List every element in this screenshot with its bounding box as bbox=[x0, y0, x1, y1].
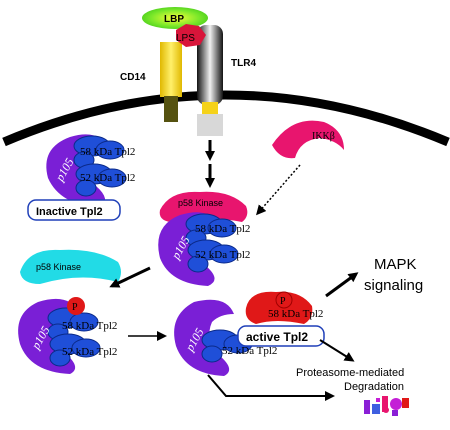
arrow-proteasome-from-active bbox=[319, 339, 355, 362]
complex-phosphorylated: P p105 58 kDa Tpl2 52 kDa Tpl2 bbox=[18, 297, 117, 374]
tlr4-label: TLR4 bbox=[231, 58, 256, 69]
active-tpl2-group: P 58 kDa Tpl2 bbox=[245, 291, 323, 324]
complex-remaining: p105 52 kDa Tpl2 bbox=[174, 299, 277, 376]
tpl2-52-shape bbox=[75, 163, 127, 197]
tpl2-52-shape bbox=[49, 333, 101, 367]
p58-kinase-shape bbox=[159, 191, 248, 222]
tpl2-52-label: 52 kDa Tpl2 bbox=[62, 346, 117, 358]
tpl2-52-label: 52 kDa Tpl2 bbox=[222, 345, 277, 357]
arrow-proteasome-from-complex bbox=[207, 374, 335, 401]
mapk-label-1: MAPK bbox=[374, 256, 417, 273]
inactive-tpl2-label: Inactive Tpl2 bbox=[36, 206, 103, 218]
lbp-label: LBP bbox=[164, 14, 184, 25]
active-tpl2-label: active Tpl2 bbox=[246, 330, 308, 344]
tpl2-58-label: 58 kDa Tpl2 bbox=[195, 223, 250, 235]
inactive-tpl2-box bbox=[27, 199, 121, 221]
proteasome-label-1: Proteasome-mediated bbox=[296, 367, 404, 379]
p58-kinase-label: p58 Kinase bbox=[178, 198, 223, 208]
tpl2-58-label: 58 kDa Tpl2 bbox=[62, 320, 117, 332]
phospho-label: P bbox=[72, 302, 78, 313]
tpl2-58-label: 58 kDa Tpl2 bbox=[80, 146, 135, 158]
cd14-label: CD14 bbox=[120, 72, 146, 83]
free-p58-kinase-shape bbox=[20, 249, 121, 284]
complex-middle: p58 Kinase p105 58 kDa Tpl2 52 kDa Tpl2 bbox=[158, 191, 250, 286]
phospho-label: P bbox=[280, 296, 286, 307]
ikk-beta-shape bbox=[272, 120, 344, 159]
degradation-fragments bbox=[364, 396, 409, 416]
arrow-mapk bbox=[325, 272, 359, 298]
free-p58-kinase-label: p58 Kinase bbox=[36, 262, 81, 272]
tpl2-52-shape bbox=[187, 239, 239, 273]
tpl2-52-label: 52 kDa Tpl2 bbox=[195, 249, 250, 261]
mapk-label-2: signaling bbox=[364, 277, 423, 294]
active-tpl2-58-label: 58 kDa Tpl2 bbox=[268, 308, 323, 320]
arrow-ikk-dotted bbox=[256, 164, 301, 216]
lps-label: LPS bbox=[176, 33, 195, 44]
lps-hexagon bbox=[176, 24, 206, 47]
proteasome-label-2: Degradation bbox=[344, 381, 404, 393]
phospho-circle bbox=[67, 297, 85, 315]
ikk-beta-label: IKKβ bbox=[312, 131, 335, 142]
tpl2-52-shape bbox=[201, 329, 253, 363]
arrow-release-kinase bbox=[109, 266, 151, 288]
active-tpl2-shape bbox=[245, 291, 313, 324]
cell-membrane bbox=[2, 90, 450, 147]
tlr4-receptor bbox=[197, 25, 223, 136]
complex-inactive: p105 58 kDa Tpl2 52 kDa Tpl2 bbox=[46, 134, 135, 208]
tpl2-52-label: 52 kDa Tpl2 bbox=[80, 172, 135, 184]
lbp-shape bbox=[142, 7, 208, 29]
cd14-receptor bbox=[160, 42, 182, 122]
active-tpl2-box bbox=[237, 325, 325, 347]
phospho-circle bbox=[275, 291, 293, 309]
